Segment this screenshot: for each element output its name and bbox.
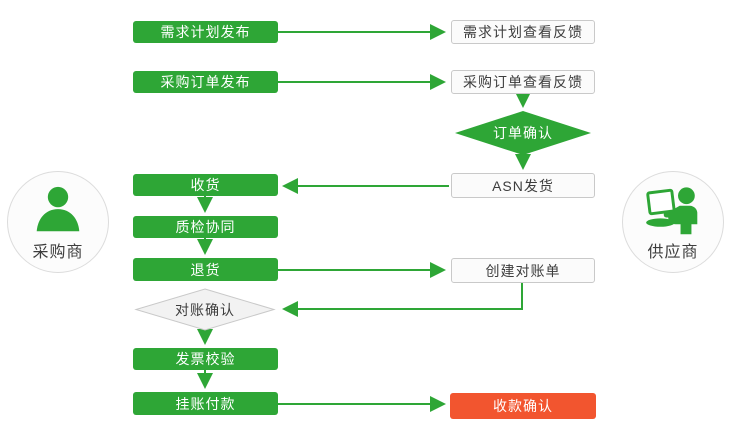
node-demand-plan-publish: 需求计划发布: [133, 21, 278, 43]
node-reconcile-confirm: 对账确认: [134, 288, 276, 331]
node-invoice-verify: 发票校验: [133, 348, 278, 370]
node-label: 创建对账单: [485, 262, 561, 279]
actor-buyer: 采购商: [7, 171, 109, 273]
node-label: 收款确认: [493, 398, 553, 414]
node-label: 采购订单发布: [160, 74, 251, 90]
actor-buyer-label: 采购商: [32, 244, 84, 261]
node-label: 质检协同: [175, 219, 236, 235]
actor-supplier-label: 供应商: [647, 244, 699, 261]
node-asn-ship: ASN发货: [451, 173, 595, 198]
person-icon: [30, 184, 86, 236]
actor-supplier: 供应商: [622, 171, 724, 273]
node-create-statement: 创建对账单: [451, 258, 595, 283]
node-demand-plan-feedback: 需求计划查看反馈: [451, 20, 595, 44]
node-book-payment: 挂账付款: [133, 392, 278, 415]
diamond-shape: [455, 111, 591, 155]
node-label: 订单确认: [493, 125, 553, 141]
node-receipt-confirm: 收款确认: [450, 393, 596, 419]
node-label: 发票校验: [175, 351, 236, 367]
node-return-goods: 退货: [133, 258, 278, 281]
node-label: 需求计划查看反馈: [463, 24, 583, 40]
node-label: 对账确认: [175, 301, 235, 318]
node-quality-check: 质检协同: [133, 216, 278, 238]
node-receive: 收货: [133, 174, 278, 196]
node-label: 采购订单查看反馈: [463, 74, 583, 90]
node-label: ASN发货: [492, 177, 554, 194]
node-order-confirm: 订单确认: [455, 111, 591, 155]
node-po-publish: 采购订单发布: [133, 71, 278, 93]
node-label: 退货: [190, 261, 221, 278]
node-label: 需求计划发布: [160, 24, 251, 40]
node-label: 挂账付款: [175, 395, 236, 412]
node-label: 收货: [190, 177, 221, 193]
node-po-feedback: 采购订单查看反馈: [451, 70, 595, 94]
arrow-statement-to-reconcile: [282, 283, 523, 317]
person-with-laptop-icon: [642, 184, 704, 236]
